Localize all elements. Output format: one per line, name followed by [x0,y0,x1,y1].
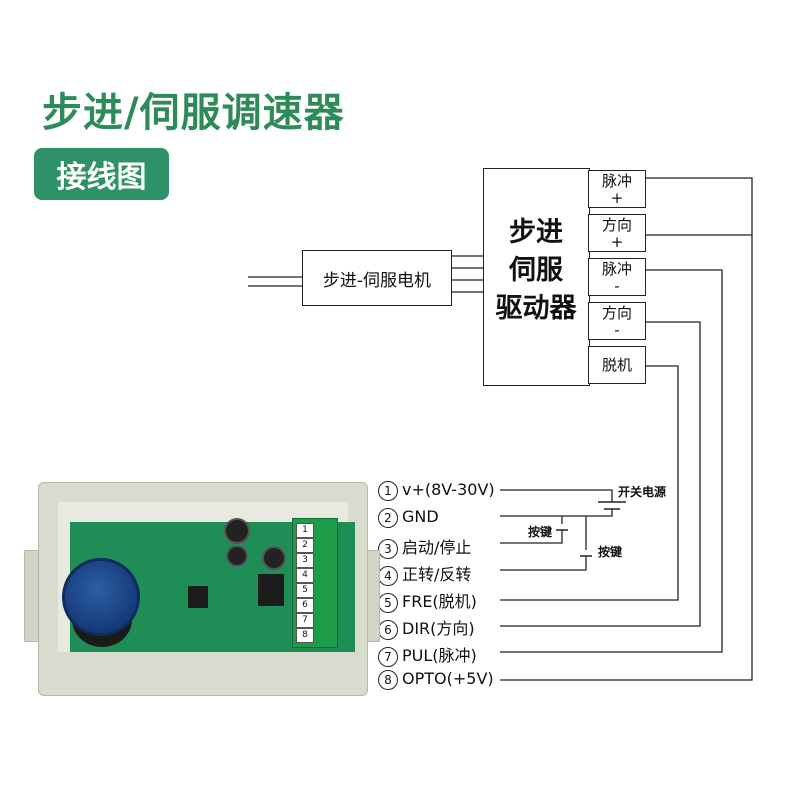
terminal-dir-plus: 方向 + [588,214,646,252]
pin-number: 1 [378,481,398,501]
driver-label: 步进 伺服 驱动器 [484,214,588,328]
terminal-number: 3 [296,553,314,568]
terminal-name: 脉冲 [601,172,632,190]
capacitor [262,546,286,570]
terminal-name: 脉冲 [601,260,632,278]
pin-number: 7 [378,647,398,667]
terminal-name: 方向 [601,304,632,322]
terminal-name: 方向 [601,216,632,234]
motor-box [302,250,452,306]
pin-text: FRE(脱机) [402,592,477,611]
page-title: 步进/伺服调速器 [42,90,345,136]
driver-label-line: 步进 [509,217,563,248]
pin-text: v+(8V-30V) [402,480,495,499]
pin-number: 2 [378,508,398,528]
power-supply-label: 开关电源 [618,485,667,499]
button-a-label: 按键 [528,525,553,539]
pin-text: DIR(方向) [402,619,475,638]
terminal-sign: - [614,277,620,295]
terminal-number: 5 [296,583,314,598]
terminal-sign: - [614,321,620,339]
wiring-diagram-badge: 接线图 [34,148,169,200]
terminal-sign: + [610,233,624,251]
pin-number: 4 [378,566,398,586]
terminal-number: 6 [296,598,314,613]
pin-number: 3 [378,539,398,559]
motor-label: 步进-伺服电机 [322,271,432,291]
terminal-dir-minus: 方向 - [588,302,646,340]
terminal-number: 2 [296,538,314,553]
terminal-number: 1 [296,523,314,538]
terminal-number: 4 [296,568,314,583]
terminal-number: 8 [296,628,314,643]
terminal-pulse-plus: 脉冲 + [588,170,646,208]
pin-number: 6 [378,620,398,640]
button-b-label: 按键 [598,545,623,559]
pin-text: GND [402,507,439,526]
pin-text: PUL(脉冲) [402,646,477,665]
terminal-number: 7 [296,613,314,628]
terminal-name: 脱机 [601,356,632,374]
speed-knob[interactable] [62,558,140,636]
pin-number: 5 [378,593,398,613]
capacitor [226,545,248,567]
terminal-sign: + [610,189,624,207]
driver-label-line: 伺服 [509,255,563,286]
driver-label-line: 驱动器 [495,293,577,324]
ic-chip [188,586,208,608]
pin-text: 启动/停止 [402,538,472,557]
ic-chip [258,574,284,606]
terminal-offline: 脱机 [588,346,646,384]
capacitor [224,518,250,544]
terminal-pulse-minus: 脉冲 - [588,258,646,296]
pin-text: OPTO(+5V) [402,669,494,688]
pin-text: 正转/反转 [402,565,472,584]
pin-number: 8 [378,670,398,690]
